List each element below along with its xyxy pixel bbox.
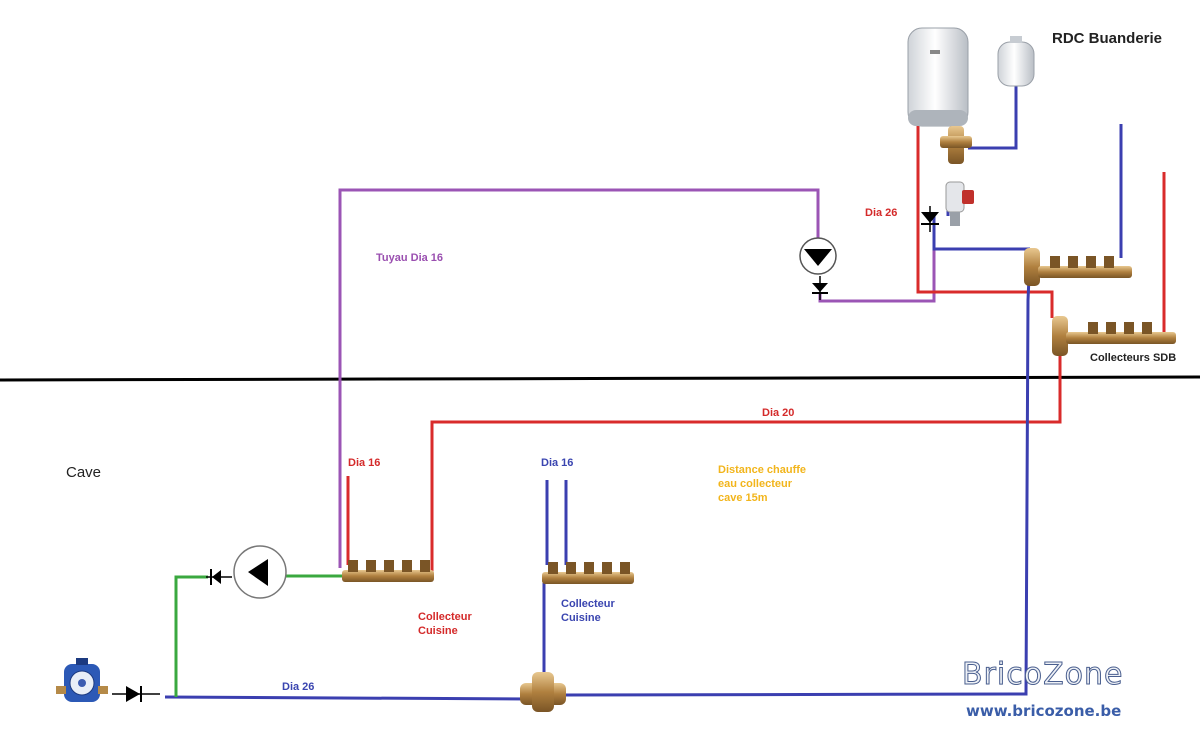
floor-line [0,375,1200,382]
check-valve-heater-icon [921,206,939,232]
manifold-sdb-hot [1052,316,1176,356]
pump-cave-icon [233,545,287,599]
label-collecteurs-sdb: Collecteurs SDB [1090,352,1177,364]
check-valve-cave-icon [206,569,232,585]
hot-pipe-dia20 [430,330,1062,572]
label-collecteur-cuisine-hot: Collecteur Cuisine [418,611,472,637]
watermark-brand: BricoZone [961,657,1124,693]
hot-pipe-heater [916,120,1054,318]
supply-pipe [174,575,208,697]
tee-fitting [520,672,566,712]
manifold-cuisine-hot [342,560,434,582]
water-heater [907,27,969,127]
label-rdc-buanderie: RDC Buanderie [1052,30,1163,47]
label-dia26-bottom: Dia 26 [282,681,315,693]
safety-group-valve [940,126,972,164]
mixing-valve [945,181,974,226]
water-meter-icon [56,658,108,702]
label-dia16-hot: Dia 16 [348,457,381,469]
label-dia26-top: Dia 26 [865,207,898,219]
manifold-sdb-cold [1024,248,1132,286]
check-valve-meter-icon [112,686,160,702]
label-dia16-cold: Dia 16 [541,457,574,469]
check-valve-recirculation-icon [812,276,828,300]
cold-pipe-sdb-top [932,216,1030,251]
cold-pipe-expansion [968,84,1018,150]
cold-pipe-main [164,695,531,701]
label-dia20: Dia 20 [762,407,795,419]
watermark-url: www.bricozone.be [966,702,1122,720]
manifold-cuisine-cold [542,562,634,584]
expansion-vessel [997,36,1035,87]
label-tuyau-dia16: Tuyau Dia 16 [376,252,444,264]
label-collecteur-cuisine-cold: Collecteur Cuisine [561,598,615,624]
recirculation-pipe [338,188,820,568]
label-distance: Distance chauffe eau collecteur cave 15m [718,464,807,504]
label-cave: Cave [66,464,102,481]
pump-recirculation-icon [799,237,837,275]
